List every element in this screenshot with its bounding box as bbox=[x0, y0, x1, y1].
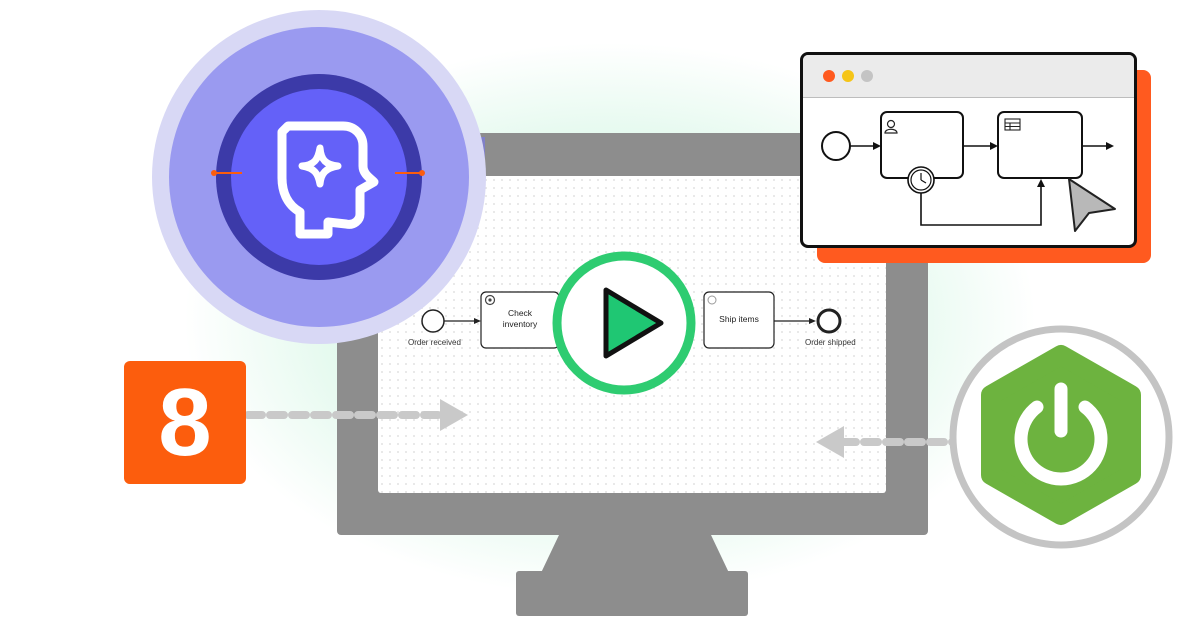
start-event-label: Order received bbox=[408, 338, 461, 347]
task-ship-items[interactable] bbox=[703, 291, 775, 349]
modeler-window bbox=[800, 52, 1137, 248]
gear-icon bbox=[484, 294, 496, 306]
spring-boot-badge[interactable] bbox=[949, 325, 1174, 550]
spring-power-icon bbox=[1014, 382, 1108, 486]
flow-arrowhead bbox=[809, 318, 816, 324]
process-diagram bbox=[421, 291, 842, 349]
play-icon bbox=[603, 287, 664, 359]
end-event[interactable] bbox=[816, 308, 842, 334]
end-event-label: Order shipped bbox=[805, 338, 856, 347]
task-check-label: Check inventory bbox=[486, 308, 554, 330]
badge-eight[interactable]: 8 bbox=[124, 361, 246, 484]
arrow-right bbox=[246, 399, 468, 431]
ai-brain-icon bbox=[277, 121, 379, 239]
business-rule-task[interactable] bbox=[997, 111, 1083, 179]
close-dot[interactable] bbox=[823, 70, 835, 82]
play-button[interactable] bbox=[551, 250, 697, 396]
minimize-dot[interactable] bbox=[842, 70, 854, 82]
table-icon bbox=[1004, 118, 1021, 131]
flow-arrowhead bbox=[474, 318, 481, 324]
task-ship-label: Ship items bbox=[719, 314, 759, 324]
clock-icon[interactable] bbox=[907, 166, 935, 194]
cursor-icon bbox=[1068, 178, 1116, 232]
ai-agent-badge[interactable] bbox=[150, 8, 488, 346]
task-check-label-line1: Check bbox=[507, 308, 533, 318]
monitor-neck bbox=[540, 535, 730, 575]
task-check-label-line2: inventory bbox=[502, 319, 538, 329]
modeler-diagram bbox=[821, 111, 1116, 232]
maximize-dot[interactable] bbox=[861, 70, 873, 82]
arrow-left bbox=[816, 426, 957, 458]
start-event[interactable] bbox=[821, 131, 851, 161]
window-title-bar bbox=[803, 55, 1134, 98]
user-icon bbox=[884, 119, 898, 134]
send-icon bbox=[707, 295, 717, 305]
monitor-base bbox=[516, 571, 748, 616]
